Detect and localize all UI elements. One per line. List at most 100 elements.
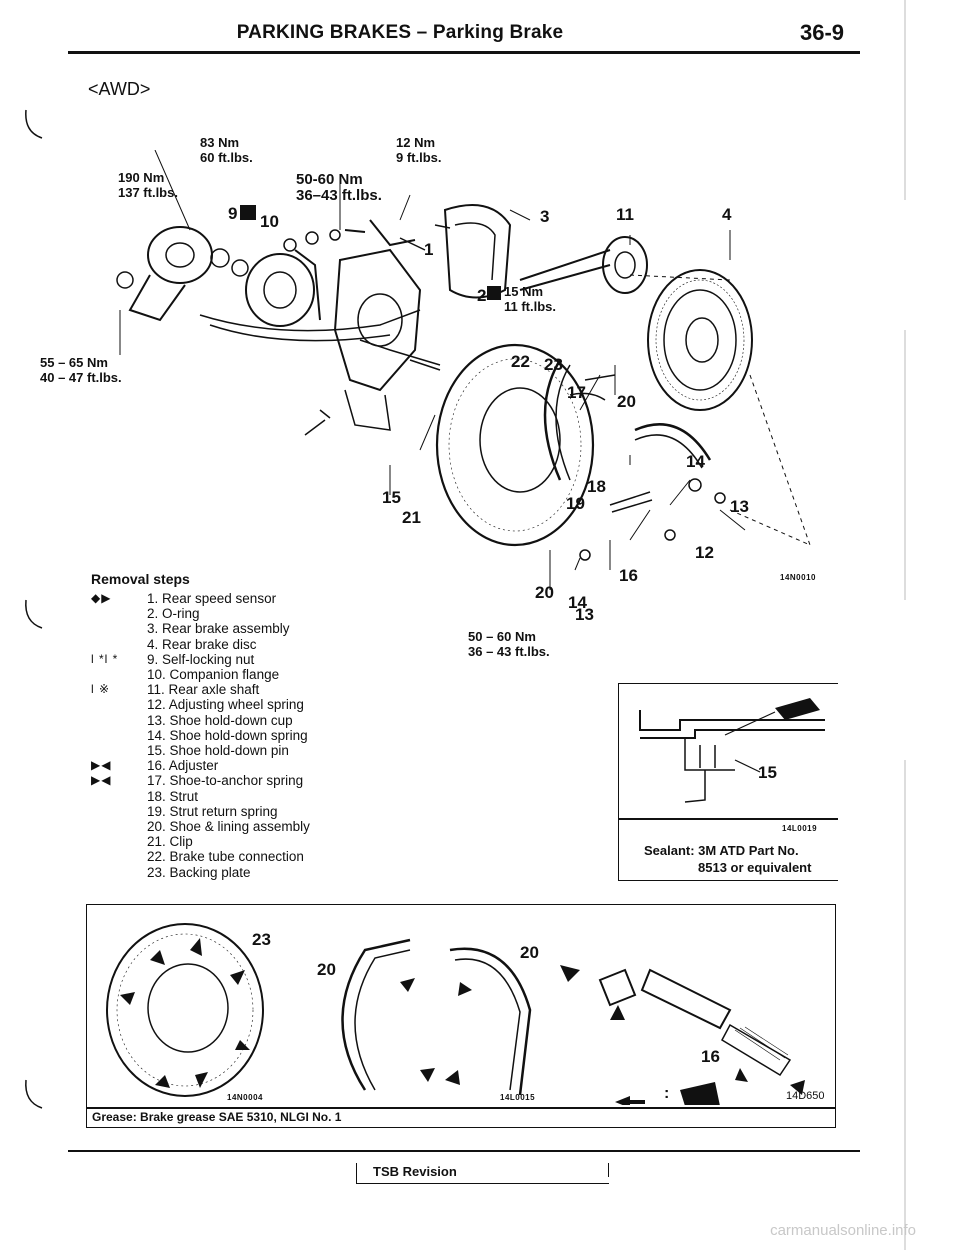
callout-2: 2 bbox=[477, 286, 487, 305]
callout-21: 21 bbox=[402, 508, 421, 527]
callout-15-sealant: 15 bbox=[758, 763, 777, 782]
step-mark bbox=[91, 804, 147, 819]
step-mark: ▶◀ bbox=[91, 758, 112, 773]
torque-15-nm: 15 Nm bbox=[504, 284, 544, 299]
legend-colon: : bbox=[664, 1085, 670, 1102]
removal-step: 23. Backing plate bbox=[91, 865, 451, 880]
step-mark: ◆▶ bbox=[91, 591, 112, 605]
step-mark bbox=[91, 621, 147, 636]
step-text: 1. Rear speed sensor bbox=[147, 591, 277, 606]
tsb-revision-label: TSB Revision bbox=[373, 1164, 457, 1179]
brake-disc-illustration bbox=[647, 269, 753, 411]
step-mark bbox=[91, 606, 147, 621]
step-text: 9. Self-locking nut bbox=[147, 651, 255, 667]
step-text: 13. Shoe hold-down cup bbox=[147, 712, 293, 728]
callout-18: 18 bbox=[587, 477, 606, 496]
removal-step: 4. Rear brake disc bbox=[91, 637, 451, 652]
step-mark bbox=[91, 697, 147, 712]
rear-axle-shaft-illustration bbox=[519, 236, 648, 294]
step-mark: l *l * bbox=[91, 651, 119, 666]
axle-hub-illustration bbox=[116, 226, 249, 322]
step-mark bbox=[91, 637, 147, 652]
torque-137-ftlbs: 137 ft.lbs. bbox=[118, 185, 178, 200]
callout-14-lower: 14 bbox=[568, 593, 587, 612]
page-title: PARKING BRAKES – Parking Brake bbox=[236, 22, 564, 43]
sealant-symbol-9 bbox=[240, 205, 256, 220]
torque-83-nm: 83 Nm bbox=[200, 135, 240, 150]
callout-9: 9 bbox=[228, 204, 238, 223]
removal-steps-title: Removal steps bbox=[91, 571, 190, 587]
step-mark: l ※ bbox=[91, 682, 111, 697]
grease-callout-16: 16 bbox=[701, 1047, 720, 1066]
removal-step: 14. Shoe hold-down spring bbox=[91, 728, 451, 743]
right-margin-line bbox=[904, 0, 906, 1250]
grease-illustration bbox=[106, 923, 805, 1105]
removal-step: 2. O-ring bbox=[91, 606, 451, 621]
step-text: 22. Brake tube connection bbox=[147, 849, 304, 865]
removal-step: ▶◀17. Shoe-to-anchor spring bbox=[91, 773, 451, 788]
sealant-panel bbox=[618, 683, 838, 881]
tsb-revision-box: TSB Revision bbox=[356, 1163, 609, 1184]
torque-11-ftlbs: 11 ft.lbs. bbox=[504, 299, 557, 314]
grease-note: Grease: Brake grease SAE 5310, NLGI No. … bbox=[92, 1110, 342, 1124]
torque-60-ftlbs: 60 ft.lbs. bbox=[200, 150, 253, 165]
removal-step: 15. Shoe hold-down pin bbox=[91, 743, 451, 758]
removal-step: 22. Brake tube connection bbox=[91, 849, 451, 864]
figure-code-main: 14N0010 bbox=[780, 573, 816, 582]
step-text: 11. Rear axle shaft bbox=[147, 682, 260, 698]
step-text: 20. Shoe & lining assembly bbox=[147, 819, 310, 835]
grease-callout-20-right: 20 bbox=[520, 943, 539, 962]
footer-rule bbox=[68, 1150, 860, 1152]
step-text: 17. Shoe-to-anchor spring bbox=[147, 773, 304, 789]
header-rule bbox=[68, 51, 860, 54]
step-text: 3. Rear brake assembly bbox=[147, 621, 290, 637]
small-parts bbox=[283, 219, 426, 436]
backing-plate-illustration bbox=[359, 339, 595, 547]
torque-50-60-nm-lower: 50 – 60 Nm bbox=[468, 629, 536, 644]
removal-step: ◆▶ 1. Rear speed sensor bbox=[91, 591, 451, 606]
exploded-diagram bbox=[116, 150, 811, 590]
figure-code-grease-c: 14D650 bbox=[786, 1090, 825, 1102]
figure-code-sealant: 14L0019 bbox=[782, 824, 818, 833]
step-mark bbox=[91, 819, 147, 834]
page-number: 36-9 bbox=[800, 20, 845, 45]
step-mark bbox=[91, 865, 147, 880]
sealant-symbol-2 bbox=[487, 286, 501, 300]
caliper-illustration bbox=[434, 204, 512, 299]
grease-callout-20-left: 20 bbox=[317, 960, 336, 979]
step-text: 18. Strut bbox=[147, 788, 199, 804]
callout-17: 17 bbox=[567, 383, 586, 402]
callout-14: 14 bbox=[686, 452, 705, 471]
step-mark bbox=[91, 667, 147, 682]
step-mark bbox=[91, 728, 147, 743]
removal-step: l ※ 11. Rear axle shaft bbox=[91, 682, 451, 697]
removal-step: 19. Strut return spring bbox=[91, 804, 451, 819]
callout-12: 12 bbox=[695, 543, 714, 562]
grease-callout-23: 23 bbox=[252, 930, 271, 949]
torque-55-65-nm: 55 – 65 Nm bbox=[40, 355, 108, 370]
step-mark bbox=[91, 789, 147, 804]
step-text: 4. Rear brake disc bbox=[147, 636, 257, 652]
step-text: 16. Adjuster bbox=[147, 758, 219, 774]
callout-11: 11 bbox=[616, 205, 634, 224]
removal-step: 10. Companion flange bbox=[91, 667, 451, 682]
sealant-line-2: 8513 or equivalent bbox=[698, 860, 812, 875]
torque-9-ftlbs: 9 ft.lbs. bbox=[396, 150, 442, 165]
leader-lines bbox=[119, 150, 811, 590]
step-text: 23. Backing plate bbox=[147, 864, 251, 880]
step-text: 15. Shoe hold-down pin bbox=[147, 743, 289, 759]
step-mark bbox=[91, 834, 147, 849]
callout-13-lower: 13 bbox=[575, 605, 594, 624]
step-text: 21. Clip bbox=[147, 834, 193, 850]
removal-step: l *l * 9. Self-locking nut bbox=[91, 652, 451, 667]
sealant-line-1: Sealant: 3M ATD Part No. bbox=[644, 843, 799, 858]
step-text: 14. Shoe hold-down spring bbox=[147, 727, 308, 743]
step-text: 12. Adjusting wheel spring bbox=[147, 697, 304, 713]
callout-23: 23 bbox=[544, 355, 563, 374]
removal-step: 12. Adjusting wheel spring bbox=[91, 697, 451, 712]
callout-10: 10 bbox=[260, 212, 279, 231]
variant-label: <AWD> bbox=[88, 79, 151, 99]
callout-1: 1 bbox=[424, 240, 434, 259]
callout-4: 4 bbox=[722, 205, 732, 224]
